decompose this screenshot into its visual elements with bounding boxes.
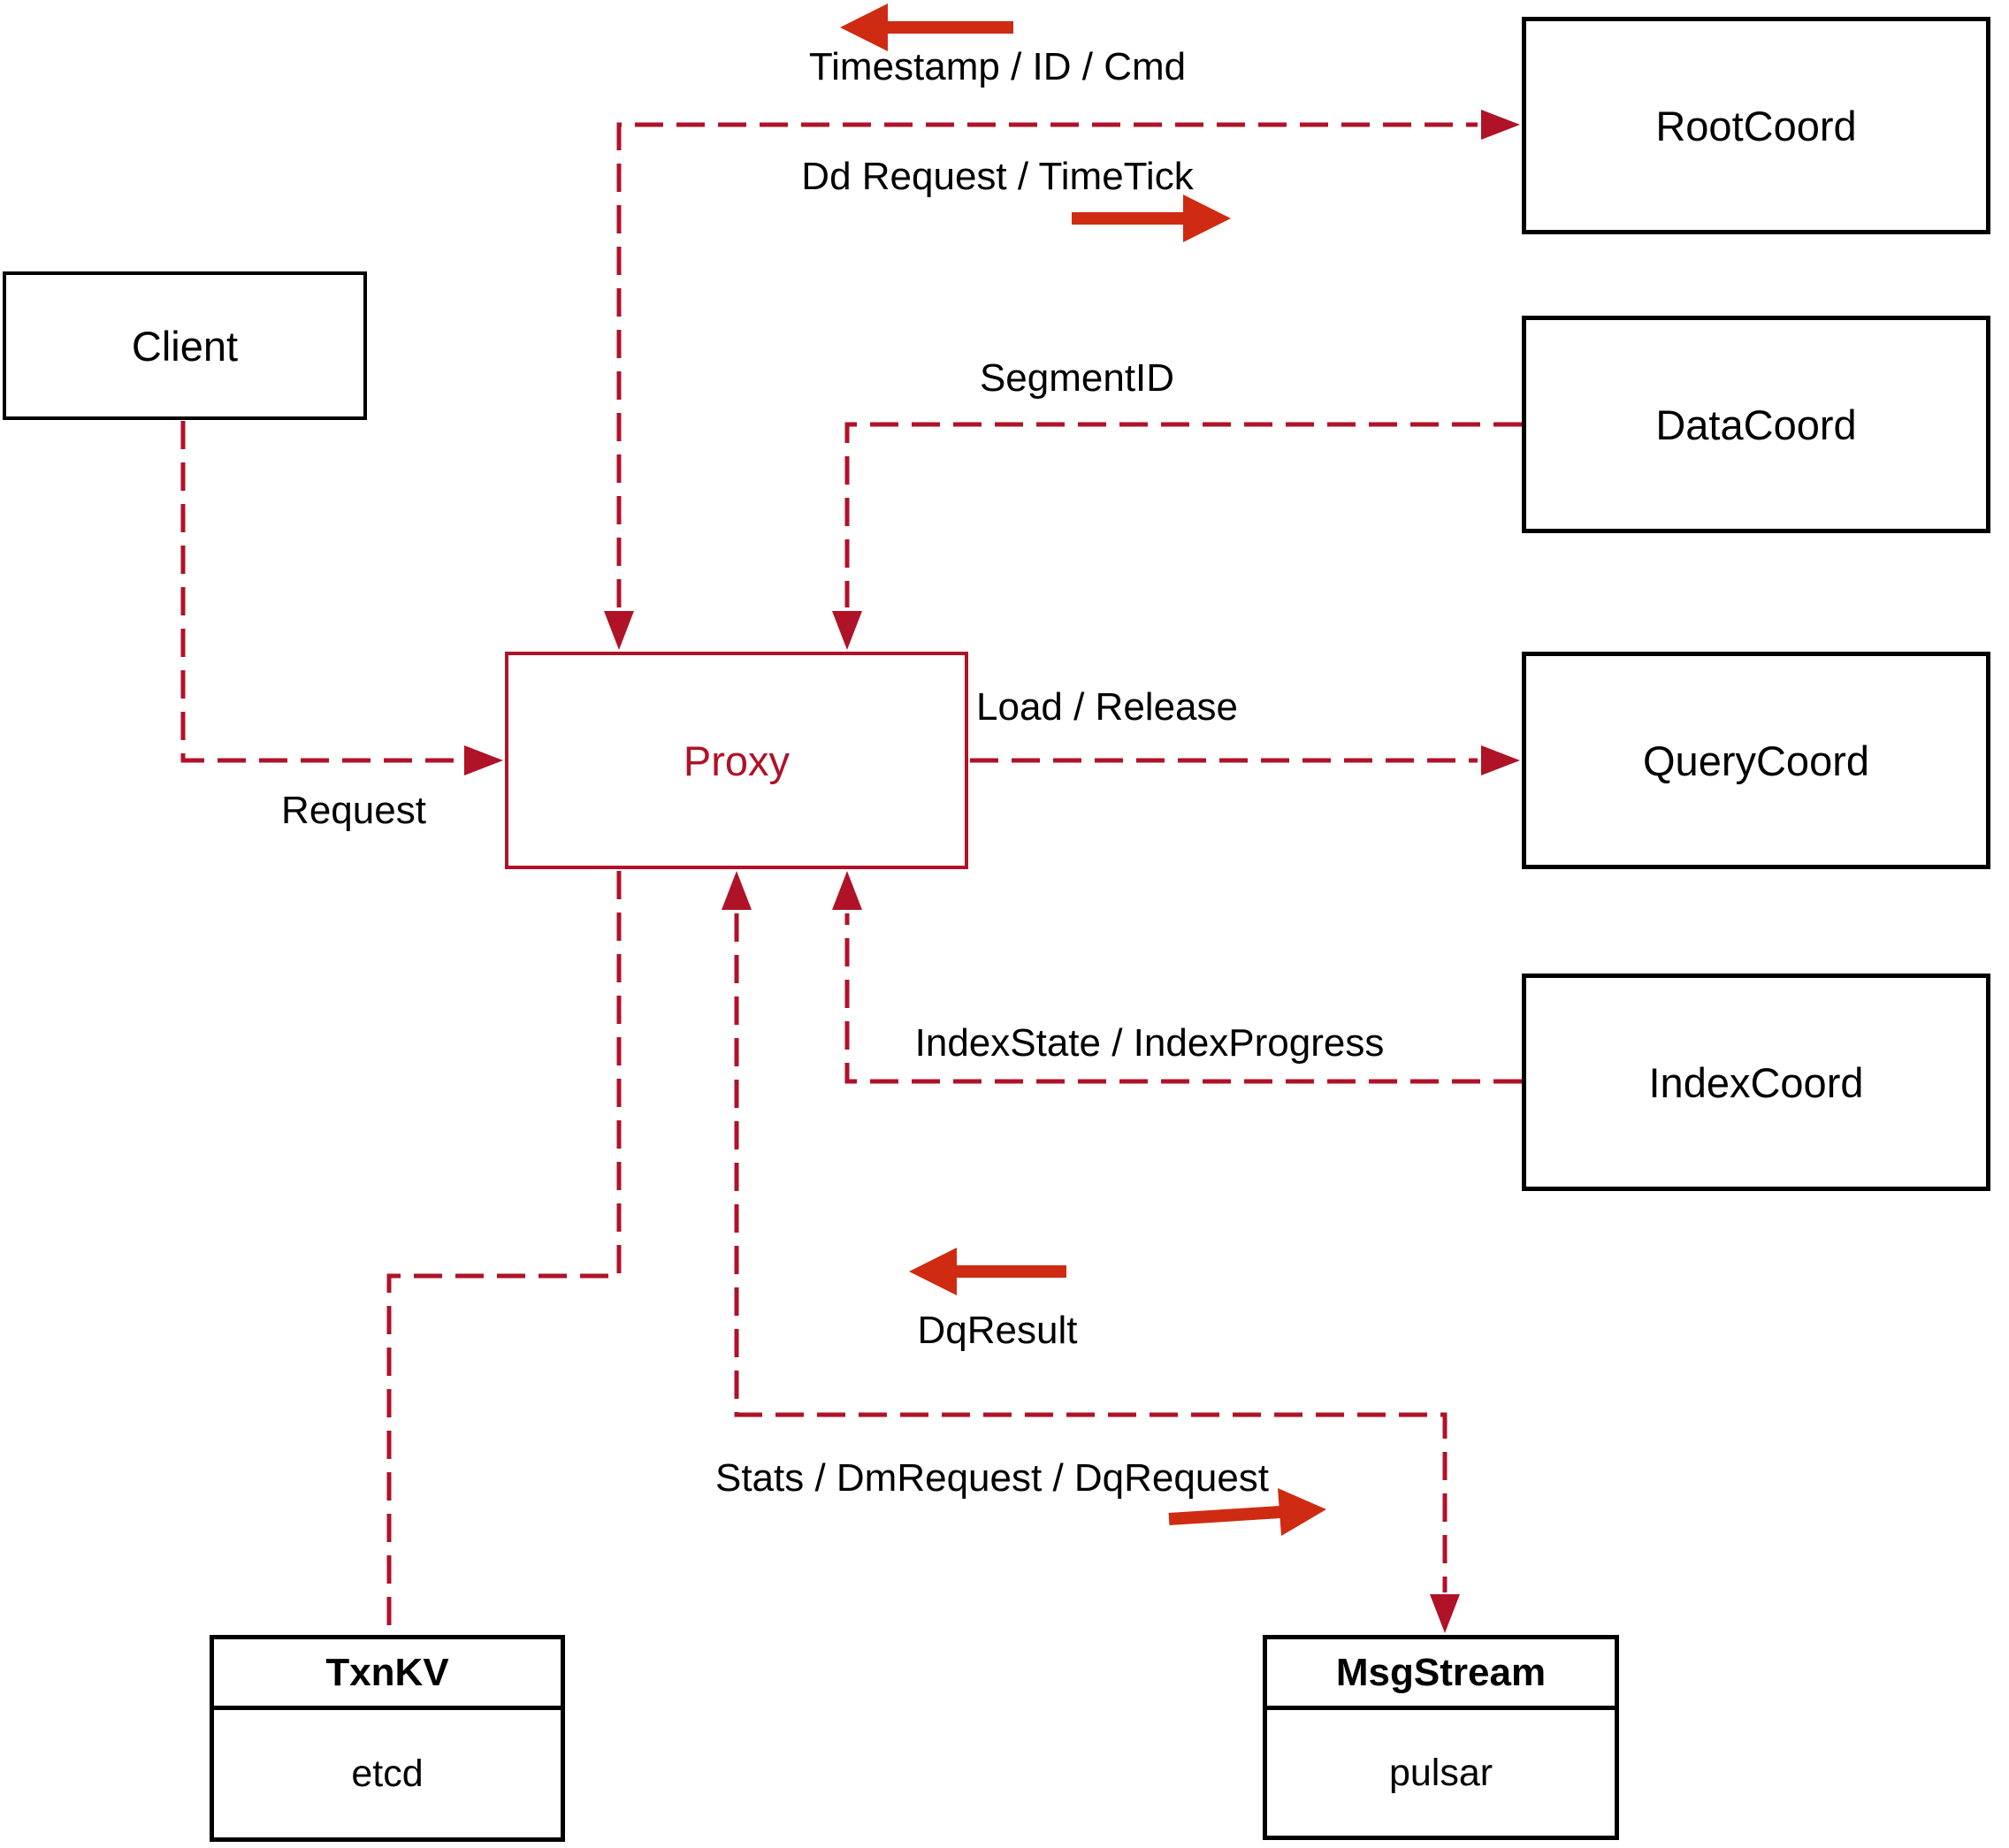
edge-label-dq-result: DqResult <box>917 1309 1078 1352</box>
edge-label-index-state: IndexState / IndexProgress <box>914 1021 1385 1065</box>
node-txnkv-title: TxnKV <box>214 1639 561 1710</box>
arrow-right-icon <box>1072 195 1231 242</box>
node-client-label: Client <box>131 322 239 370</box>
edge-label-request: Request <box>281 789 426 832</box>
connector-proxy-msgstream <box>734 913 1448 1592</box>
arrow-left-icon <box>909 1248 1066 1295</box>
edge-label-dd-request-timetick: Dd Request / TimeTick <box>801 155 1194 198</box>
node-indexcoord-label: IndexCoord <box>1648 1058 1864 1106</box>
direction-arrows <box>840 4 1326 1536</box>
connector-client-proxy <box>180 421 462 763</box>
connector-proxy-rootcoord <box>616 122 1478 607</box>
node-querycoord-label: QueryCoord <box>1643 737 1869 784</box>
node-indexcoord: IndexCoord <box>1522 974 1990 1191</box>
connector-proxy-txnkv <box>386 871 622 1633</box>
connector-arrowheads <box>464 110 1520 1633</box>
node-msgstream-impl: pulsar <box>1388 1751 1493 1794</box>
node-txnkv: TxnKV etcd <box>210 1635 565 1842</box>
node-rootcoord-label: RootCoord <box>1655 102 1857 149</box>
edge-label-stats-dm-dq: Stats / DmRequest / DqRequest <box>714 1456 1270 1500</box>
node-proxy-label: Proxy <box>683 737 791 784</box>
node-rootcoord: RootCoord <box>1522 17 1990 234</box>
edge-label-load-release: Load / Release <box>976 685 1238 729</box>
node-proxy: Proxy <box>505 652 968 869</box>
connector-datacoord-proxy <box>844 422 1522 607</box>
arrow-left-icon <box>840 4 1013 51</box>
node-msgstream: MsgStream pulsar <box>1263 1635 1619 1840</box>
edge-label-timestamp-id-cmd: Timestamp / ID / Cmd <box>808 45 1187 88</box>
node-datacoord-label: DataCoord <box>1655 401 1857 448</box>
connector-indexcoord-proxy <box>844 913 1522 1084</box>
node-datacoord: DataCoord <box>1522 316 1990 533</box>
node-client: Client <box>3 271 367 420</box>
node-querycoord: QueryCoord <box>1522 652 1990 869</box>
node-msgstream-title: MsgStream <box>1267 1639 1615 1710</box>
arrow-right-icon <box>1168 1488 1326 1536</box>
node-txnkv-impl: etcd <box>351 1752 424 1795</box>
edge-label-segment-id: SegmentID <box>979 356 1175 400</box>
